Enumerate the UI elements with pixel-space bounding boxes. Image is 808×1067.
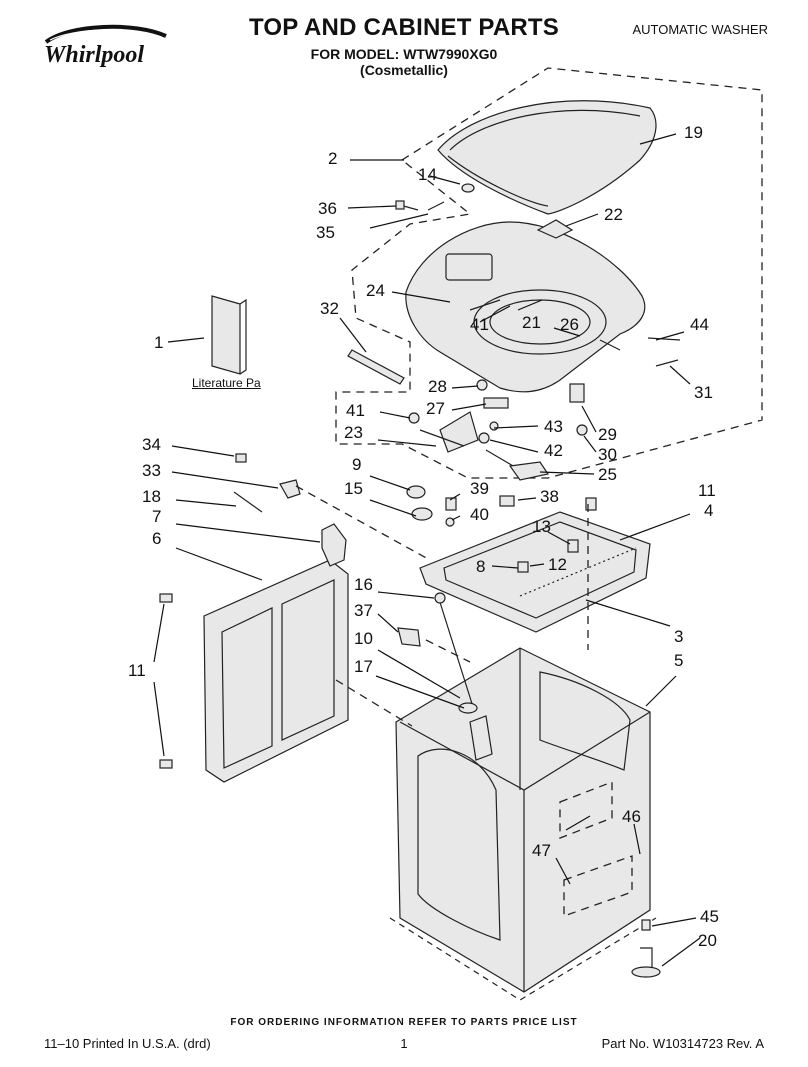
- callout-27: 27: [426, 399, 445, 418]
- callout-28: 28: [428, 377, 447, 396]
- callout-11-right: 11: [698, 481, 716, 500]
- console-group-boundary: [335, 67, 763, 479]
- callout-3: 3: [674, 627, 683, 646]
- callout-43: 43: [544, 417, 563, 436]
- page-number: 1: [400, 1036, 408, 1051]
- callout-19: 19: [684, 123, 703, 142]
- callout-40: 40: [470, 505, 489, 524]
- callout-2: 2: [328, 149, 337, 168]
- callout-37: 37: [354, 601, 373, 620]
- callout-29: 29: [598, 425, 617, 444]
- callout-10: 10: [354, 629, 373, 648]
- color-line: (Cosmetallic): [360, 62, 448, 78]
- callout-34: 34: [142, 435, 161, 454]
- product-type: AUTOMATIC WASHER: [632, 22, 768, 37]
- callout-21: 21: [522, 313, 541, 332]
- literature-pack-label: Literature Pa: [192, 376, 261, 390]
- lid-bumper: [461, 183, 475, 193]
- model-line: FOR MODEL: WTW7990XG0: [310, 46, 498, 62]
- rear-panel: [203, 559, 349, 783]
- callout-39: 39: [470, 479, 489, 498]
- callout-22: 22: [604, 205, 623, 224]
- callout-25: 25: [598, 465, 617, 484]
- callout-11-left: 11: [128, 661, 146, 680]
- alignment-line-d: [425, 639, 471, 663]
- callout-9: 9: [352, 455, 361, 474]
- callout-4: 4: [704, 501, 713, 520]
- callout-47: 47: [532, 841, 551, 860]
- base-and-leveling-leg: [389, 917, 661, 1001]
- lid-latch: [347, 349, 405, 385]
- whirlpool-logo: Whirlpool: [40, 22, 172, 70]
- callout-42: 42: [544, 441, 563, 460]
- label-area-lower: [563, 855, 633, 917]
- callout-20: 20: [698, 931, 717, 950]
- callout-44: 44: [690, 315, 709, 334]
- front-fasteners: [445, 495, 597, 573]
- callout-14: 14: [418, 165, 437, 184]
- callout-26: 26: [560, 315, 579, 334]
- lid-hinge: [536, 219, 574, 239]
- label-area-upper: [559, 781, 613, 839]
- callout-35: 35: [316, 223, 335, 242]
- callout-41-center: 41: [470, 315, 489, 334]
- callout-41-left: 41: [346, 401, 365, 420]
- hinge-screw: [395, 200, 445, 211]
- print-info: 11–10 Printed In U.S.A. (drd): [44, 1036, 211, 1051]
- suspension-rod-assembly: [406, 485, 493, 761]
- cabinet-body: [395, 647, 651, 993]
- callout-13: 13: [532, 517, 551, 536]
- callout-17: 17: [354, 657, 373, 676]
- callout-15: 15: [344, 479, 363, 498]
- callout-24: 24: [366, 281, 385, 300]
- whirlpool-swoosh-icon: Whirlpool: [44, 24, 167, 68]
- leader-lines: [153, 133, 701, 967]
- alignment-line-a: [295, 485, 431, 561]
- left-small-parts: [159, 453, 421, 769]
- callout-36: 36: [318, 199, 337, 218]
- callout-12: 12: [548, 555, 567, 574]
- page-title: TOP AND CABINET PARTS: [248, 14, 559, 41]
- callout-30: 30: [598, 445, 617, 464]
- callout-5: 5: [674, 651, 683, 670]
- part-number: Part No. W10314723 Rev. A: [601, 1036, 764, 1051]
- callout-6: 6: [152, 529, 161, 548]
- literature-pack: [211, 295, 247, 375]
- lid-glass: [437, 100, 657, 215]
- callout-45: 45: [700, 907, 719, 926]
- console-small-parts: [408, 337, 681, 481]
- callout-33: 33: [142, 461, 161, 480]
- alignment-line-c: [335, 679, 413, 727]
- callout-46: 46: [622, 807, 641, 826]
- callout-23: 23: [344, 423, 363, 442]
- callout-18: 18: [142, 487, 161, 506]
- rear-bracket: [321, 523, 347, 567]
- callout-16: 16: [354, 575, 373, 594]
- callout-38: 38: [540, 487, 559, 506]
- callout-32: 32: [320, 299, 339, 318]
- brand-name: Whirlpool: [44, 42, 144, 68]
- callout-1: 1: [154, 333, 163, 352]
- callout-31: 31: [694, 383, 713, 402]
- callout-8: 8: [476, 557, 485, 576]
- callout-7: 7: [152, 507, 161, 526]
- ordering-note: FOR ORDERING INFORMATION REFER TO PARTS …: [230, 1017, 578, 1028]
